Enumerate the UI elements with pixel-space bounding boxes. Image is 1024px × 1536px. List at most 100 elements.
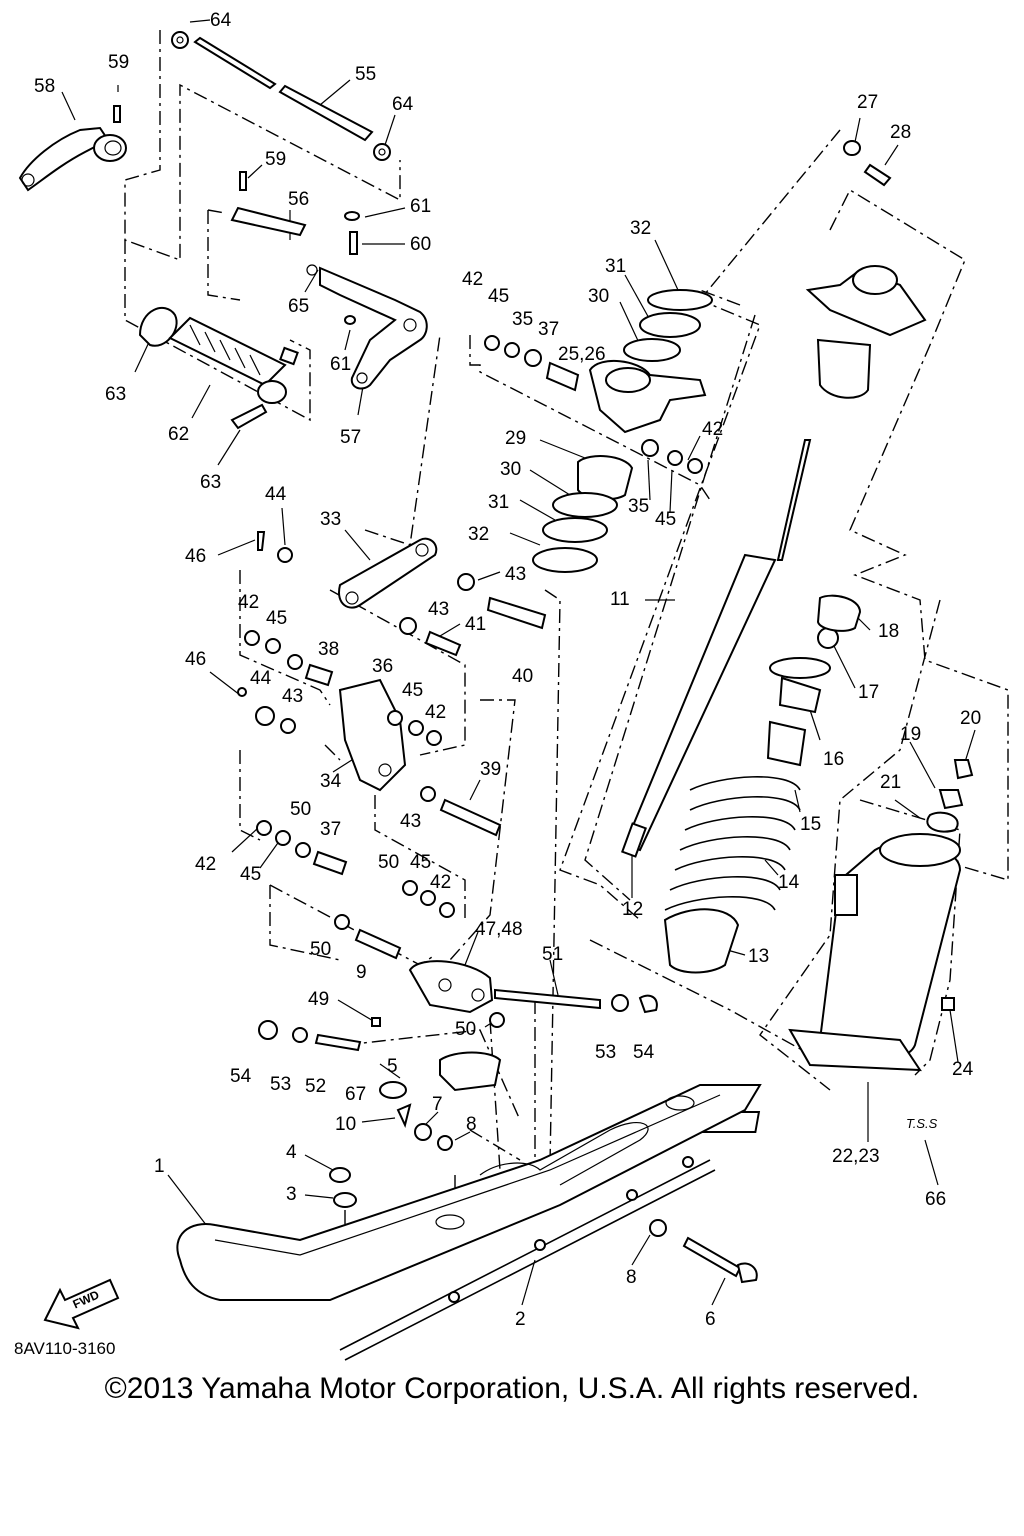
callout: 20 <box>960 708 981 729</box>
fwd-arrow-icon: FWD <box>43 1278 120 1330</box>
callout: 19 <box>900 724 921 745</box>
callout: 42 <box>430 872 451 893</box>
callout: 4 <box>286 1142 297 1163</box>
callout: 42 <box>462 269 483 290</box>
callout: 55 <box>355 64 376 85</box>
callout: 43 <box>400 811 421 832</box>
callout: 50 <box>310 939 331 960</box>
callout: 34 <box>320 771 342 792</box>
callout: 45 <box>655 509 676 530</box>
callout: 41 <box>465 614 486 635</box>
callout: 27 <box>857 92 878 113</box>
callout: 8 <box>626 1267 637 1288</box>
callout: 12 <box>622 899 643 920</box>
callout: 42 <box>702 419 723 440</box>
callout: 31 <box>488 492 509 513</box>
callout: 43 <box>505 564 526 585</box>
callout: 45 <box>410 852 431 873</box>
copyright-notice: ©2013 Yamaha Motor Corporation, U.S.A. A… <box>104 1372 920 1405</box>
callout: 30 <box>588 286 609 307</box>
callout: 59 <box>265 149 286 170</box>
callout: 47,48 <box>475 919 523 940</box>
callout: 2 <box>515 1309 526 1330</box>
callout: 30 <box>500 459 521 480</box>
callout: 52 <box>305 1076 326 1097</box>
callout: 35 <box>512 309 533 330</box>
callout: 35 <box>628 496 649 517</box>
callout: 33 <box>320 509 341 530</box>
callout: 51 <box>542 944 563 965</box>
callout: 45 <box>266 608 287 629</box>
callout: 31 <box>605 256 626 277</box>
callout: 64 <box>392 94 414 115</box>
callout: 39 <box>480 759 501 780</box>
callout: 36 <box>372 656 393 677</box>
tss-badge-text: T.S.S <box>906 1116 938 1131</box>
callout: 46 <box>185 649 206 670</box>
parts: T.S.S <box>18 31 974 1361</box>
callout: 42 <box>238 592 259 613</box>
callout: 45 <box>402 680 423 701</box>
callout: 25,26 <box>558 344 606 365</box>
callout: 62 <box>168 424 189 445</box>
callout: 13 <box>748 946 769 967</box>
callout: 44 <box>265 484 287 505</box>
callout: 54 <box>230 1066 252 1087</box>
callout: 37 <box>538 319 559 340</box>
callout: 18 <box>878 621 899 642</box>
callout: 21 <box>880 772 901 793</box>
callout: 66 <box>925 1189 946 1210</box>
callout: 53 <box>270 1074 291 1095</box>
callout: 58 <box>34 76 55 97</box>
leader-lines <box>61 19 976 1306</box>
callout: 32 <box>468 524 489 545</box>
callout: 59 <box>108 52 129 73</box>
callout: 49 <box>308 989 329 1010</box>
callout: 45 <box>488 286 509 307</box>
callout: 42 <box>425 702 446 723</box>
parts-diagram: T.S.S <box>14 10 1009 1361</box>
callout: 44 <box>250 668 272 689</box>
callout: 63 <box>200 472 221 493</box>
callout: 5 <box>387 1056 398 1077</box>
assembly-outlines <box>124 30 1009 1226</box>
callout: 64 <box>210 10 232 31</box>
callout: 6 <box>705 1309 716 1330</box>
callout: 61 <box>330 354 351 375</box>
callout: 46 <box>185 546 206 567</box>
callout: 10 <box>335 1114 356 1135</box>
callout: 50 <box>455 1019 476 1040</box>
callout: 24 <box>952 1059 974 1080</box>
callout: 67 <box>345 1084 366 1105</box>
callout: 17 <box>858 682 879 703</box>
callout: 50 <box>290 799 311 820</box>
callout: 22,23 <box>832 1146 880 1167</box>
callout: 43 <box>428 599 449 620</box>
callout: 14 <box>778 872 800 893</box>
callout: 9 <box>356 962 367 983</box>
callout: 50 <box>378 852 399 873</box>
callout: 32 <box>630 218 651 239</box>
callout: 11 <box>610 589 630 610</box>
callout: 60 <box>410 234 431 255</box>
callout: 40 <box>512 666 533 687</box>
callout: 45 <box>240 864 261 885</box>
callout-labels: 64 59 58 55 64 59 56 61 60 65 61 57 63 6… <box>34 10 981 1330</box>
callout: 63 <box>105 384 126 405</box>
callout: 3 <box>286 1184 297 1205</box>
callout: 16 <box>823 749 844 770</box>
callout: 54 <box>633 1042 655 1063</box>
callout: 43 <box>282 686 303 707</box>
callout: 8 <box>466 1114 477 1135</box>
callout: 57 <box>340 427 361 448</box>
callout: 65 <box>288 296 309 317</box>
callout: 15 <box>800 814 821 835</box>
callout: 38 <box>318 639 339 660</box>
callout: 53 <box>595 1042 616 1063</box>
callout: 61 <box>410 196 431 217</box>
callout: 1 <box>154 1156 165 1177</box>
callout: 56 <box>288 189 309 210</box>
callout: 7 <box>432 1094 443 1115</box>
diagram-code: 8AV110-3160 <box>14 1339 115 1358</box>
callout: 29 <box>505 428 526 449</box>
